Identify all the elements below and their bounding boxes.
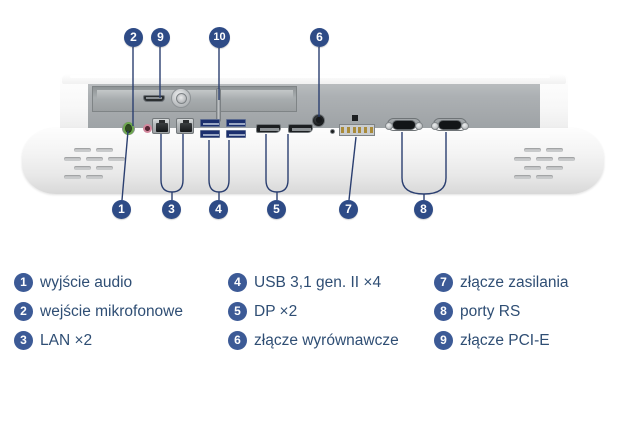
legend-item-number: 8 — [434, 302, 453, 321]
legend-item-label: DP ×2 — [254, 303, 298, 320]
expansion-bay-inner — [97, 90, 293, 99]
callout-badge-3: 3 — [162, 200, 181, 219]
lan-port-2 — [176, 118, 194, 134]
legend-item: 3 LAN ×2 — [14, 330, 228, 352]
callout-badge-7: 7 — [339, 200, 358, 219]
legend-item-label: złącze wyrównawcze — [254, 332, 399, 349]
legend-item-number: 2 — [14, 302, 33, 321]
legend-item: 4 USB 3,1 gen. II ×4 — [228, 272, 434, 294]
legend-item-number: 5 — [228, 302, 247, 321]
legend-item-label: LAN ×2 — [40, 332, 93, 349]
mic-in-jack — [143, 124, 152, 133]
power-connector-key — [352, 115, 358, 121]
callout-leader-lines — [121, 47, 447, 201]
legend-item-number: 4 — [228, 273, 247, 292]
legend-item: 5 DP ×2 — [228, 301, 434, 323]
audio-out-ring — [122, 122, 135, 135]
equipotential-stud — [330, 129, 335, 134]
legend: 1 wyjście audio 2 wejście mikrofonowe 3 … — [0, 272, 626, 435]
audio-out-jack — [123, 122, 134, 135]
legend-item: 9 złącze PCI-E — [434, 330, 624, 352]
device-lid-strip — [62, 74, 566, 84]
displayport-2 — [288, 124, 313, 133]
device-lid-highlight — [70, 75, 550, 78]
rs-port-1 — [385, 118, 423, 131]
legend-item-number: 7 — [434, 273, 453, 292]
device-photo: 2 9 10 6 1 3 4 5 7 8 — [22, 27, 604, 219]
legend-item: 1 wyjście audio — [14, 272, 228, 294]
legend-item-label: złącze PCI-E — [460, 332, 550, 349]
usb-port-4 — [226, 130, 246, 138]
legend-item: 7 złącze zasilania — [434, 272, 624, 294]
antenna-connector — [171, 88, 191, 108]
callout-badge-4: 4 — [209, 200, 228, 219]
legend-item-number: 3 — [14, 331, 33, 350]
power-connector — [339, 124, 375, 136]
legend-column-2: 4 USB 3,1 gen. II ×4 5 DP ×2 6 złącze wy… — [228, 272, 434, 359]
rs-port-2 — [431, 118, 469, 131]
legend-column-1: 1 wyjście audio 2 wejście mikrofonowe 3 … — [14, 272, 228, 359]
callout-badge-5: 5 — [267, 200, 286, 219]
lan-port-1 — [152, 118, 170, 134]
vent-grille-left — [62, 148, 134, 182]
callout-badge-6: 6 — [310, 28, 329, 47]
legend-item-label: złącze zasilania — [460, 274, 569, 291]
expansion-bay — [92, 86, 297, 112]
legend-item-label: wyjście audio — [40, 274, 133, 291]
legend-item: 8 porty RS — [434, 301, 624, 323]
legend-item-number: 6 — [228, 331, 247, 350]
legend-item: 6 złącze wyrównawcze — [228, 330, 434, 352]
usb-port-2 — [226, 119, 246, 127]
legend-item-number: 1 — [14, 273, 33, 292]
legend-column-3: 7 złącze zasilania 8 porty RS 9 złącze P… — [434, 272, 624, 359]
legend-item-label: USB 3,1 gen. II ×4 — [254, 274, 382, 291]
callout-badge-10: 10 — [209, 27, 230, 48]
callout-badge-8: 8 — [414, 200, 433, 219]
usb-port-3 — [200, 130, 220, 138]
callout-badge-1: 1 — [112, 200, 131, 219]
legend-item-label: porty RS — [460, 303, 521, 320]
legend-item: 2 wejście mikrofonowe — [14, 301, 228, 323]
callout-badge-9: 9 — [151, 28, 170, 47]
pci-e-connector-port — [143, 95, 165, 102]
vent-grille-right — [512, 148, 584, 182]
legend-item-label: wejście mikrofonowe — [40, 303, 183, 320]
device-chassis — [22, 128, 604, 194]
usb-port-1 — [200, 119, 220, 127]
legend-item-number: 9 — [434, 331, 453, 350]
callout-badge-2: 2 — [124, 28, 143, 47]
displayport-1 — [256, 124, 281, 133]
